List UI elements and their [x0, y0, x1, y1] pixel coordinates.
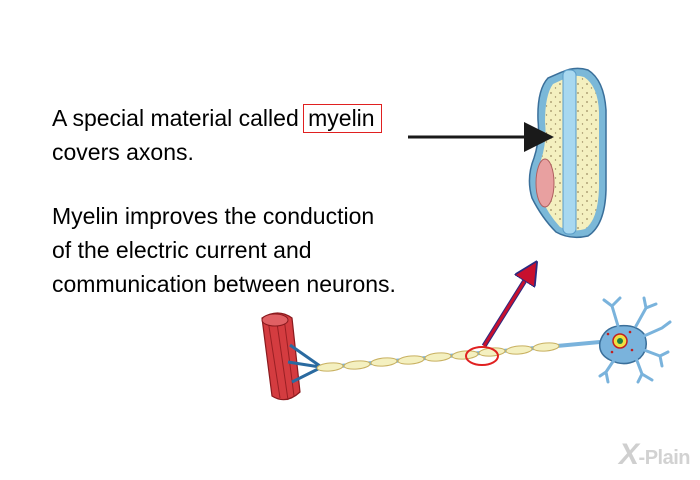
pointer-arrow-red	[484, 266, 534, 346]
logo-x-mark: X	[619, 438, 639, 471]
axon	[317, 342, 600, 372]
myelin-cross-section	[529, 68, 606, 237]
muscle-fiber	[262, 313, 320, 400]
xplain-logo: X-Plain	[619, 438, 690, 472]
logo-wordmark: -Plain	[639, 447, 690, 469]
neuron-cell	[600, 298, 670, 382]
